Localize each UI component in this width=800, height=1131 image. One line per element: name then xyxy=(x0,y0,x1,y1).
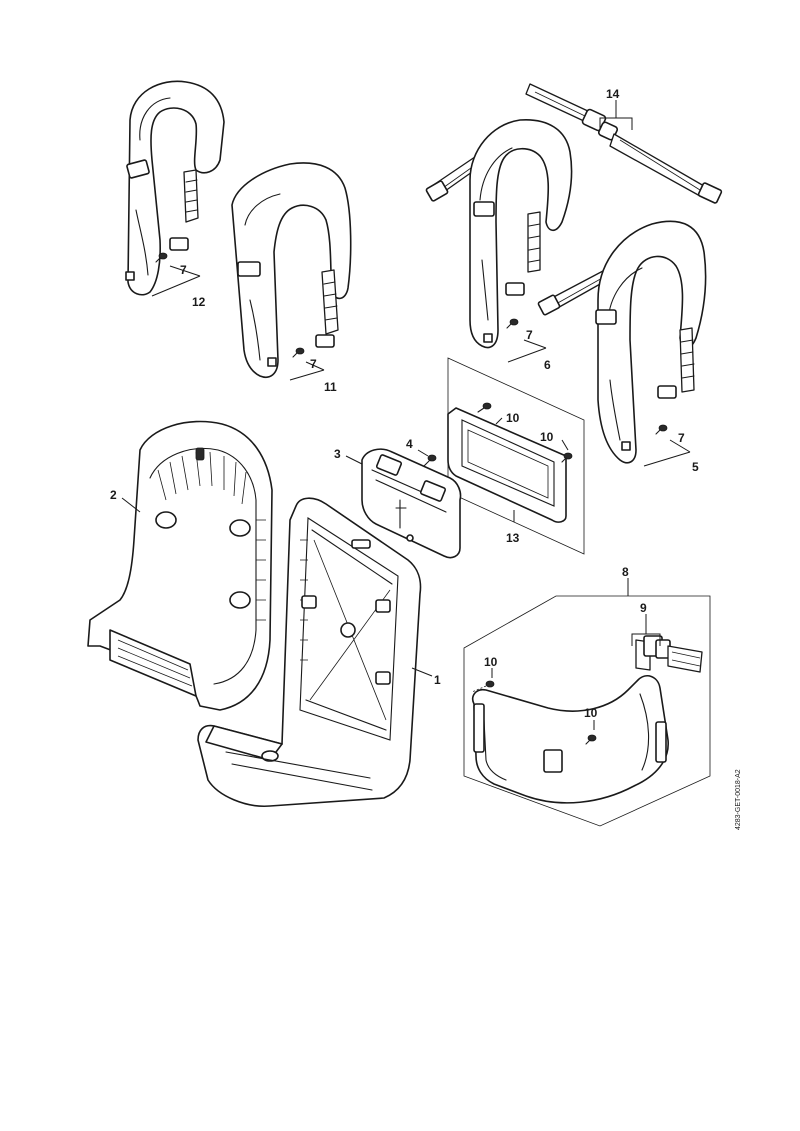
back-pad-13 xyxy=(447,357,585,555)
callout-4: 4 xyxy=(406,437,413,451)
callout-10-a: 10 xyxy=(506,411,520,425)
screw-10-belt-left xyxy=(471,680,495,693)
chest-strap-14 xyxy=(525,83,723,204)
callout-12: 12 xyxy=(192,295,206,309)
screw-7-strap-5 xyxy=(655,424,668,435)
carrier-frame-1 xyxy=(197,497,422,807)
callout-6: 6 xyxy=(544,358,551,372)
callout-13: 13 xyxy=(506,531,520,545)
callout-8: 8 xyxy=(622,565,629,579)
callout-1: 1 xyxy=(434,673,441,687)
callout-5: 5 xyxy=(692,460,699,474)
screw-7-strap-12 xyxy=(155,252,168,263)
screw-10-pad-right xyxy=(561,452,573,463)
callout-2: 2 xyxy=(110,488,117,502)
callout-9: 9 xyxy=(640,601,647,615)
callout-7-b: 7 xyxy=(310,357,317,371)
callout-7-a: 7 xyxy=(180,263,187,277)
screw-10-belt-right xyxy=(585,734,597,745)
callout-labels: 12 7 11 7 14 6 7 5 7 10 10 13 3 4 2 1 8 … xyxy=(110,87,699,720)
shoulder-strap-11 xyxy=(231,162,352,378)
callout-3: 3 xyxy=(334,447,341,461)
drawing-code: 4283-GET-0018-A2 xyxy=(735,769,742,830)
callout-7-d: 7 xyxy=(678,431,685,445)
screw-7-strap-11 xyxy=(292,347,305,358)
shoulder-strap-5 xyxy=(537,220,707,464)
shoulder-strap-12 xyxy=(125,80,225,296)
callout-10-d: 10 xyxy=(584,706,598,720)
callout-7-c: 7 xyxy=(526,328,533,342)
callout-11: 11 xyxy=(324,380,337,394)
shoulder-strap-6 xyxy=(425,119,573,349)
screw-4 xyxy=(423,454,437,467)
leader-lines xyxy=(121,100,691,730)
callout-10-c: 10 xyxy=(484,655,498,669)
callout-10-b: 10 xyxy=(540,430,554,444)
back-cushion-frame-2 xyxy=(87,420,273,711)
hip-belt-8 xyxy=(463,595,711,827)
callout-14: 14 xyxy=(606,87,620,101)
screw-10-pad-left xyxy=(477,402,492,413)
screw-7-strap-6 xyxy=(506,318,519,329)
adjustment-plate-3 xyxy=(361,448,462,559)
